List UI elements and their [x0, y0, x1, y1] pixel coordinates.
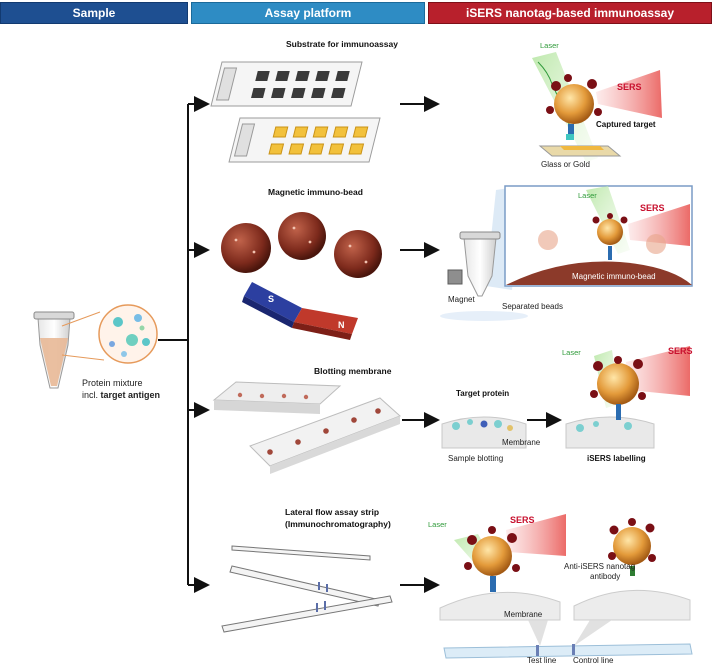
surface-label: Glass or Gold — [541, 160, 590, 169]
header-platform-label: Assay platform — [264, 6, 352, 20]
magnet-label: Magnet — [448, 295, 475, 304]
laser-label-3: Laser — [562, 348, 581, 357]
isers-labelling-label: iSERS labelling — [587, 454, 646, 463]
bead-title: Magnetic immuno-bead — [268, 187, 363, 197]
captured-target-label: Captured target — [596, 120, 656, 129]
bead-result-illustration — [440, 185, 693, 321]
sample-tube-illustration — [33, 304, 158, 389]
substrate-slides-illustration — [210, 61, 381, 163]
blot-title: Blotting membrane — [314, 366, 392, 376]
sers-label-3: SERS — [668, 346, 693, 356]
test-line-label: Test line — [527, 656, 557, 665]
header-sample: Sample — [0, 2, 188, 24]
separated-beads-label: Separated beads — [502, 302, 563, 311]
blotting-membranes-illustration — [212, 381, 401, 474]
blot-result-illustration — [441, 346, 690, 449]
sers-label-4: SERS — [510, 515, 535, 525]
sample-blotting-label: Sample blotting — [448, 454, 504, 463]
antibody-label-line2: antibody — [590, 572, 621, 581]
membrane-label-blot: Membrane — [502, 438, 541, 447]
header-sample-label: Sample — [72, 6, 116, 20]
laser-label-1: Laser — [540, 41, 559, 50]
lfa-title-line1: Lateral flow assay strip — [285, 507, 380, 517]
header-isers-label: iSERS nanotag-based immunoassay — [465, 6, 675, 20]
header-platform: Assay platform — [191, 2, 425, 24]
sample-line2: incl. target antigen — [82, 390, 160, 400]
antibody-label-line1: Anti-iSERS nanotag — [564, 562, 636, 571]
lfa-title-line2: (Immunochromatography) — [285, 519, 391, 529]
sers-label-2: SERS — [640, 203, 665, 213]
magnetic-beads-illustration — [221, 212, 382, 278]
membrane-label-lfa: Membrane — [504, 610, 543, 619]
lfa-strips-illustration — [221, 545, 393, 633]
substrate-title: Substrate for immunoassay — [286, 39, 398, 49]
target-protein-label: Target protein — [456, 389, 510, 398]
sample-line1: Protein mixture — [82, 378, 143, 388]
sample-target-antigen: target antigen — [100, 390, 161, 400]
svg-text:N: N — [338, 320, 345, 330]
sample-line2-prefix: incl. — [82, 390, 101, 400]
laser-label-4: Laser — [428, 520, 447, 529]
control-line-label: Control line — [573, 656, 614, 665]
header-isers: iSERS nanotag-based immunoassay — [428, 2, 712, 24]
substrate-result-illustration — [532, 52, 662, 162]
flow-lines — [158, 96, 562, 593]
bead-result-label: Magnetic immuno-bead — [572, 272, 656, 281]
laser-label-2: Laser — [578, 191, 597, 200]
lfa-result-illustration — [439, 514, 693, 659]
magnet-icon: S N — [242, 282, 358, 340]
sers-label-1: SERS — [617, 82, 642, 92]
svg-text:S: S — [268, 294, 274, 304]
